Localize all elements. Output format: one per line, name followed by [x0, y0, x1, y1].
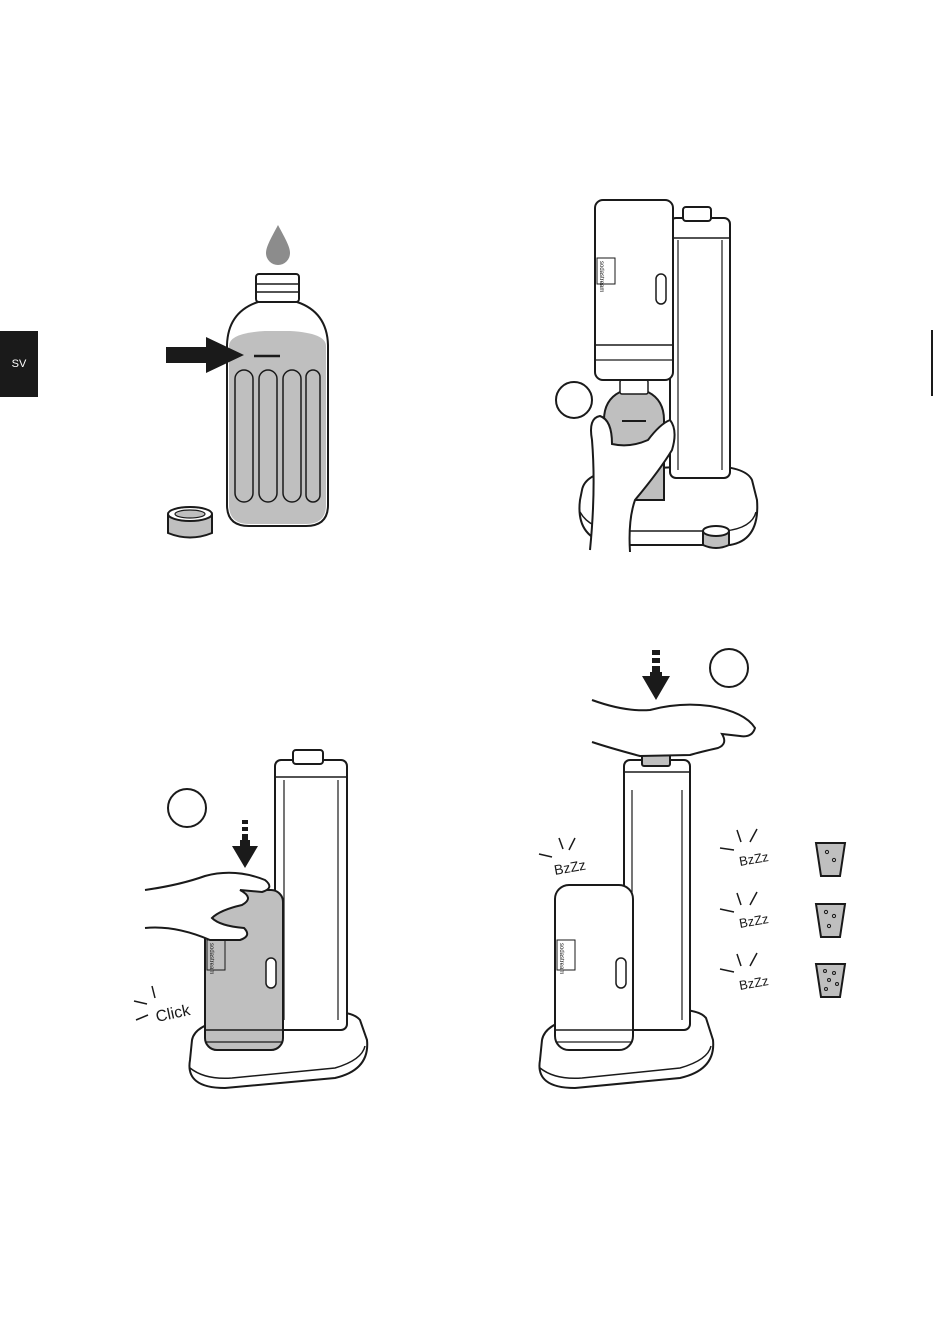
- machine-column: [275, 760, 347, 1030]
- machine-column: [670, 218, 730, 478]
- hand-pressing-top: [592, 700, 755, 756]
- bottle-cap-icon: [168, 507, 212, 538]
- carbonation-level-3: BzZz: [720, 953, 845, 997]
- brand-label: sodastream: [208, 943, 214, 974]
- bzzz-sound-lines: [539, 838, 575, 857]
- step-click-bottle-illustration: sodastream Click: [120, 740, 380, 1090]
- brand-label: sodastream: [558, 943, 564, 974]
- click-sound-text: Click: [154, 1002, 192, 1026]
- glass-low-fizz-icon: [816, 843, 845, 876]
- level-3-sound-text: BzZz: [738, 973, 770, 993]
- language-code: SV: [12, 358, 27, 370]
- step-badge-icon: [556, 382, 592, 418]
- push-down-arrow-icon: [642, 650, 670, 700]
- step-fill-bottle-illustration: [150, 215, 370, 555]
- step-carbonate-illustration: sodastream BzZz BzZz BzZz: [530, 640, 860, 1090]
- level-1-sound-text: BzZz: [738, 849, 770, 869]
- carbonation-level-1: BzZz: [720, 829, 845, 876]
- step-badge-icon: [710, 649, 748, 687]
- water-drop-icon: [266, 225, 290, 265]
- brand-label: sodastream: [598, 261, 604, 292]
- click-sound-lines: [134, 986, 155, 1020]
- language-tab: SV: [0, 331, 38, 397]
- glass-medium-fizz-icon: [816, 904, 845, 937]
- level-2-sound-text: BzZz: [738, 911, 770, 931]
- bottle-cap-icon: [703, 526, 729, 548]
- step-badge-icon: [168, 789, 206, 827]
- carbonation-level-2: BzZz: [720, 892, 845, 937]
- push-down-arrow-icon: [232, 820, 258, 868]
- bzzz-sound-text: BzZz: [553, 857, 587, 878]
- step-insert-bottle-illustration: sodastream: [550, 195, 770, 560]
